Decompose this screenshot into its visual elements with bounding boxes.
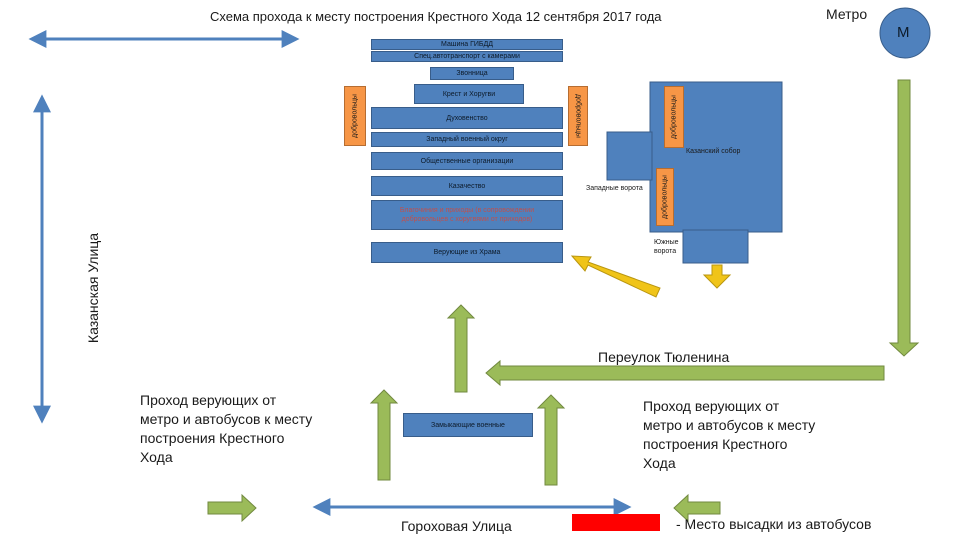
volunteers-left-label: добровольцы — [351, 94, 359, 138]
passage-note-right: Проход верующих от метро и автобусов к м… — [643, 398, 816, 471]
column-item-clergy: Духовенство — [371, 107, 563, 129]
column-item-believers: Верующие из Храма — [371, 242, 563, 263]
arrow-up-center — [446, 304, 476, 393]
arrow-up-right — [536, 394, 566, 486]
bus-dropoff-marker — [572, 514, 660, 531]
volunteers-right: добровольцы — [568, 86, 588, 146]
metro-circle — [879, 7, 931, 59]
closing-military-box: Замыкающие военные — [403, 413, 533, 437]
column-item-public-organizations: Общественные организации — [371, 152, 563, 170]
arrow-left-tyulenina — [485, 359, 885, 387]
column-item-cossacks: Казачество — [371, 176, 563, 196]
arrow-diagonal-to-column — [570, 255, 661, 298]
cathedral-name: Казанский собор — [686, 148, 741, 155]
volunteers-cathedral-west-label: добровольцы — [661, 175, 669, 219]
arrow-down-metro — [888, 79, 920, 357]
volunteers-left: добровольцы — [344, 86, 366, 146]
volunteers-cathedral-top-label: добровольцы — [670, 95, 678, 139]
street-gorokhovaya: Гороховая Улица — [401, 518, 512, 534]
column-item-belfry: Звонница — [430, 67, 514, 80]
volunteers-right-label: добровольцы — [574, 94, 582, 138]
passage-note-left: Проход верующих от метро и автобусов к м… — [140, 392, 313, 465]
street-kazanskaya: Казанская Улица — [85, 232, 101, 344]
west-gate-label: Западные ворота — [586, 185, 643, 192]
arrow-up-left — [369, 389, 399, 481]
page-title: Схема прохода к месту построения Крестно… — [210, 9, 662, 24]
volunteers-cathedral-west: добровольцы — [656, 168, 674, 226]
bus-dropoff-legend: - Место высадки из автобусов — [676, 516, 872, 532]
column-item-military-district: Западный военный округ — [371, 132, 563, 147]
column-item-camera-vehicles: Спец.автотранспорт с камерами — [371, 51, 563, 62]
metro-symbol: М — [897, 24, 910, 41]
cathedral-south-wing — [682, 229, 749, 264]
street-tyulenina: Переулок Тюленина — [598, 349, 730, 365]
arrow-right-bottom-left — [207, 493, 257, 523]
volunteers-cathedral-top: добровольцы — [664, 86, 684, 148]
column-item-parishes: Благочиния и приходы (в сопровождении до… — [371, 200, 563, 230]
column-item-cross: Крест и Хоругви — [414, 84, 524, 104]
south-gate-label: Южные ворота — [654, 239, 679, 255]
arrow-left-bottom-right — [673, 493, 721, 523]
cathedral-west-wing — [606, 131, 653, 181]
column-item-traffic-police: Машина ГИБДД — [371, 39, 563, 50]
arrow-down-south-gate — [702, 264, 732, 289]
metro-label: Метро — [826, 6, 868, 22]
